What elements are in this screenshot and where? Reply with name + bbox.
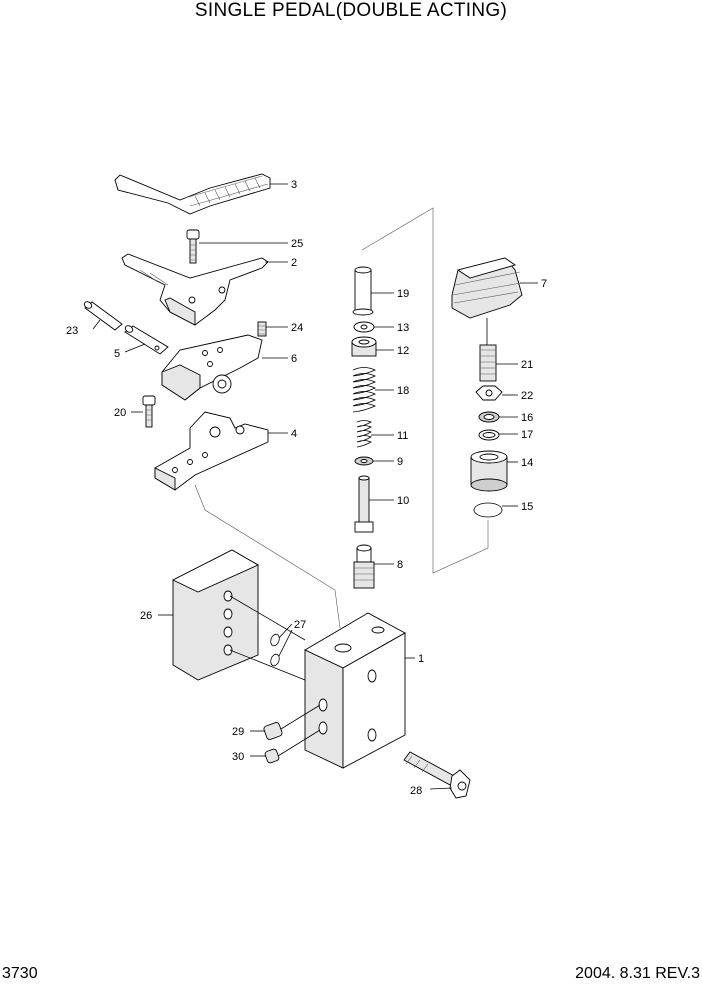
callout-6: 6 [291,353,297,365]
page-number: 3730 [2,965,38,982]
part-pedal-body[interactable] [121,253,269,326]
callout-9: 9 [397,456,403,468]
callout-13: 13 [397,322,409,334]
callout-2: 2 [291,257,297,269]
part-spring-11[interactable] [356,420,372,448]
callout-15: 15 [521,501,533,513]
callout-8: 8 [397,559,403,571]
part-spool-10[interactable] [354,475,374,533]
part-housing-14[interactable] [470,450,508,492]
callout-11: 11 [397,430,408,442]
part-ring-9[interactable] [354,456,374,466]
callout-3: 3 [291,179,297,191]
part-setscrew-24[interactable] [257,321,267,337]
diagram-title: SINGLE PEDAL(DOUBLE ACTING) [194,0,508,21]
part-pin-23[interactable] [83,300,123,331]
callout-29: 29 [232,726,244,738]
callout-30: 30 [232,751,244,763]
callout-27: 27 [294,619,306,631]
callout-18: 18 [397,385,409,397]
part-plate-26[interactable] [171,549,259,681]
callout-17: 17 [521,429,533,441]
callout-28: 28 [410,785,422,797]
part-orings-27[interactable] [269,633,281,667]
callout-25: 25 [291,238,303,250]
callout-26: 26 [140,610,152,622]
part-plug-29[interactable] [263,722,283,741]
callout-1: 1 [418,653,424,665]
callout-22: 22 [521,390,533,402]
part-oring-15[interactable] [473,502,503,518]
callout-23: 23 [66,325,78,337]
part-spool-19[interactable] [352,266,374,316]
callout-4: 4 [291,428,297,440]
part-washer-13[interactable] [353,321,375,333]
callout-14: 14 [521,457,533,469]
part-valve-body-1[interactable] [304,612,406,769]
callout-24: 24 [291,322,303,334]
part-boot-7[interactable] [451,257,523,319]
part-spring-18[interactable] [352,367,376,413]
callout-21: 21 [521,359,533,371]
part-bolt-20[interactable] [142,395,156,428]
callout-labels: 3 25 2 23 5 24 6 20 4 19 13 12 18 11 9 1… [66,179,547,797]
part-bolt-25[interactable] [186,229,200,264]
part-pin-5[interactable] [124,324,169,355]
part-collar-12[interactable] [351,336,377,357]
part-stud-21[interactable] [479,344,497,382]
part-bracket-6[interactable] [161,334,263,401]
part-nut-22[interactable] [475,385,503,401]
callout-7: 7 [541,278,547,290]
part-base-plate-4[interactable] [154,411,269,491]
revision-date: 2004. 8.31 REV.3 [575,965,700,982]
assembly-guide-lines [194,207,489,629]
callout-16: 16 [521,412,533,424]
callout-12: 12 [397,345,409,357]
part-washer-17[interactable] [478,429,500,441]
part-plug-8[interactable] [353,544,375,589]
callout-10: 10 [397,495,409,507]
part-bolt-28[interactable] [403,751,471,799]
part-plug-30[interactable] [264,748,280,764]
part-washer-16[interactable] [478,411,500,423]
callout-20: 20 [114,407,126,419]
part-pedal-pad[interactable] [114,173,271,215]
callout-5: 5 [114,348,120,360]
callout-19: 19 [397,288,409,300]
leader-lines [92,183,538,790]
